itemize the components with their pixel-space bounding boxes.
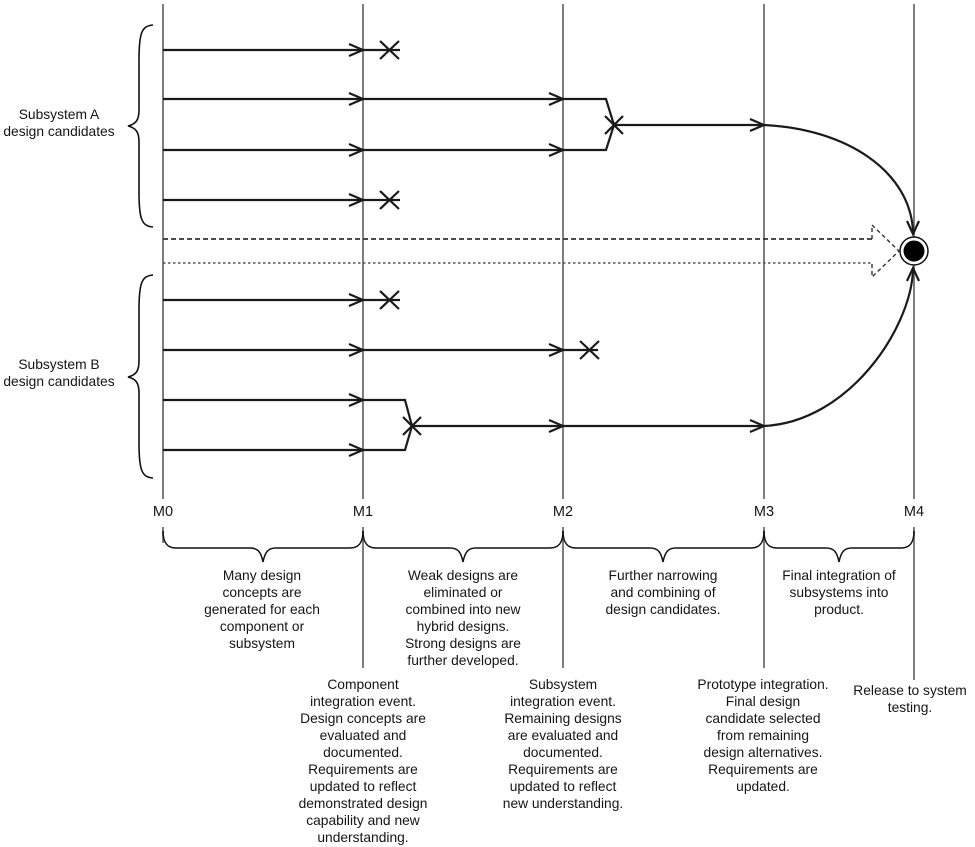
elimination-x-icon bbox=[379, 290, 400, 310]
subsystem-b-candidate-3 bbox=[163, 392, 414, 427]
arrowhead-icon bbox=[548, 342, 566, 358]
subsystem-b-label: Subsystem B design candidates bbox=[3, 357, 115, 389]
arrowhead-icon bbox=[348, 192, 366, 208]
phase-text-2: Weak designs are eliminated or combined … bbox=[405, 568, 521, 668]
milestone-label-m1: M1 bbox=[352, 504, 374, 520]
candidate-line bbox=[163, 124, 616, 152]
arrowhead-icon bbox=[548, 91, 566, 107]
phase-brace-4 bbox=[763, 530, 915, 563]
release-target-node bbox=[899, 236, 929, 266]
subsystem-a-candidate-1 bbox=[163, 40, 400, 60]
arrowhead-icon bbox=[548, 142, 566, 158]
subsystem-braces bbox=[127, 24, 154, 479]
candidate-line bbox=[163, 97, 616, 126]
event-text-m3: Prototype integration. Final design cand… bbox=[697, 677, 829, 794]
candidate-line bbox=[163, 398, 414, 427]
phase-text-4: Final integration of subsystems into pro… bbox=[782, 568, 896, 617]
arrowhead-icon bbox=[548, 418, 566, 434]
milestone-label-m2: M2 bbox=[552, 504, 574, 520]
phase-brace-1 bbox=[162, 530, 364, 563]
subsystem-b-candidate-2 bbox=[163, 340, 600, 360]
subsystem-a-candidate-2 bbox=[163, 91, 616, 126]
subsystem-b-candidates bbox=[163, 265, 920, 458]
arrowhead-icon bbox=[348, 442, 366, 458]
event-text-m4: Release to system testing. bbox=[853, 683, 967, 715]
arrowhead-icon bbox=[348, 292, 366, 308]
release-node-dot-icon bbox=[903, 240, 925, 262]
subsystem-b-candidate-1 bbox=[163, 290, 400, 310]
arrowhead-icon bbox=[348, 392, 366, 408]
arrowhead-icon bbox=[348, 91, 366, 107]
candidate-line bbox=[163, 425, 414, 452]
event-text-m1: Component integration event. Design conc… bbox=[298, 677, 428, 845]
subsystem-a-label: Subsystem A design candidates bbox=[3, 107, 115, 139]
phase-text-3: Further narrowing and combining of desig… bbox=[605, 568, 721, 617]
phase-braces bbox=[162, 530, 915, 563]
integration-curve bbox=[763, 270, 915, 428]
elimination-x-icon bbox=[379, 40, 400, 60]
milestone-label-m4: M4 bbox=[903, 504, 925, 520]
elimination-x-icon bbox=[579, 340, 600, 360]
subsystem-b-candidate-4 bbox=[163, 425, 414, 458]
system-arrowhead-outline-icon bbox=[871, 223, 901, 279]
event-text-m2: Subsystem integration event. Remaining d… bbox=[502, 677, 624, 811]
subsystem-b-merged-candidate bbox=[402, 265, 920, 436]
arrowhead-icon bbox=[906, 265, 920, 282]
subsystem-b-brace bbox=[127, 274, 154, 479]
milestone-label-m3: M3 bbox=[753, 504, 775, 520]
subsystem-a-merged-candidate bbox=[604, 115, 920, 237]
subsystem-a-candidate-3 bbox=[163, 124, 616, 158]
subsystem-a-brace bbox=[127, 24, 154, 228]
elimination-x-icon bbox=[379, 190, 400, 210]
arrowhead-icon bbox=[348, 42, 366, 58]
arrowhead-icon bbox=[906, 220, 920, 237]
arrowhead-icon bbox=[348, 342, 366, 358]
phase-brace-2 bbox=[362, 530, 564, 563]
subsystem-a-candidates bbox=[163, 40, 920, 237]
subsystem-a-candidate-4 bbox=[163, 190, 400, 210]
milestone-label-m0: M0 bbox=[152, 504, 174, 520]
system-integration-arrow bbox=[163, 223, 901, 279]
arrowhead-icon bbox=[348, 142, 366, 158]
phase-text-1: Many design concepts are generated for e… bbox=[204, 568, 320, 651]
phase-brace-3 bbox=[562, 530, 765, 563]
integration-curve bbox=[763, 123, 915, 232]
